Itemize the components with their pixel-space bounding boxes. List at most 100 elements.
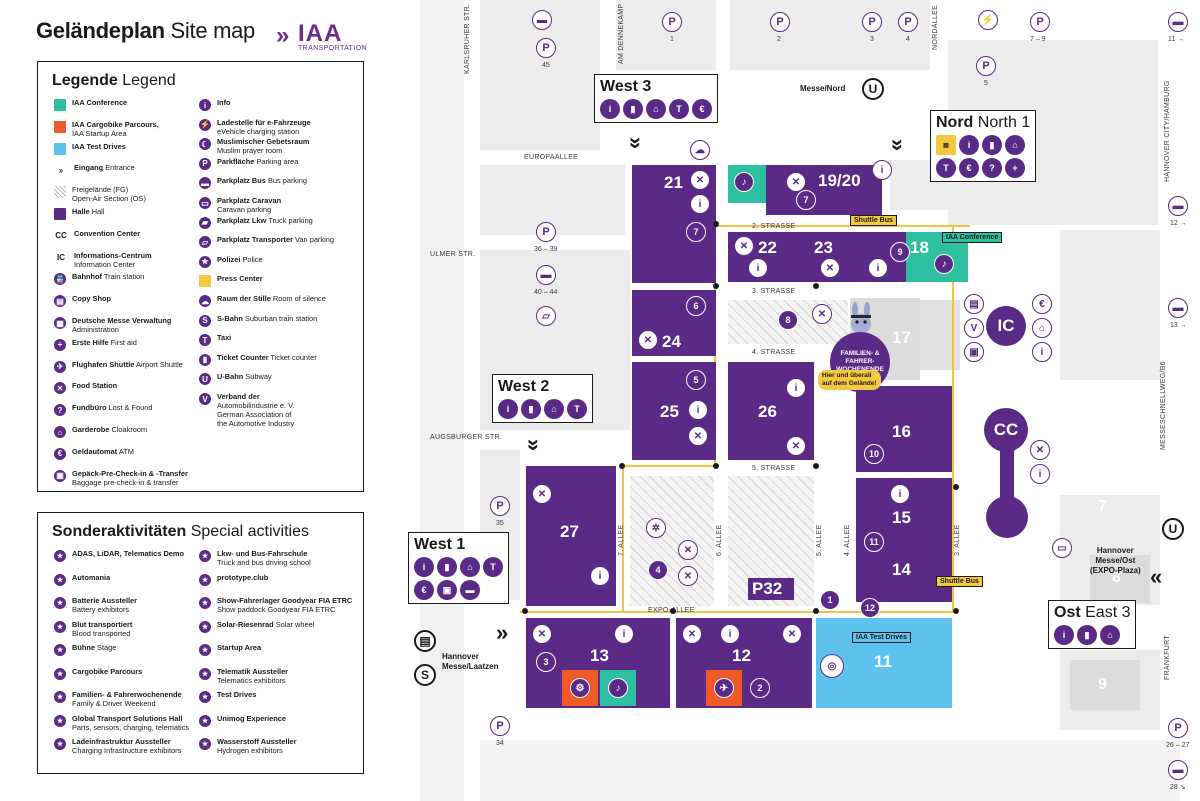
info-icon[interactable]: i xyxy=(614,624,634,644)
cargobike-icon[interactable]: ⚙ xyxy=(570,678,590,698)
copy-shop-icon[interactable]: ▤ xyxy=(964,294,984,314)
parking-icon[interactable]: P xyxy=(1168,718,1188,738)
startup-icon[interactable]: ✈ xyxy=(714,678,734,698)
food-station-icon[interactable]: ✕ xyxy=(690,170,710,190)
caravan-icon[interactable]: ▭ xyxy=(1052,538,1072,558)
special-activity-item: ★Test Drives xyxy=(199,690,256,703)
special-activity-9-icon[interactable]: 9 xyxy=(890,242,910,262)
special-activity-12-icon[interactable]: 12 xyxy=(860,598,880,618)
info-icon[interactable]: i xyxy=(868,258,888,278)
bus-parking-icon[interactable]: ▬ xyxy=(1168,298,1188,318)
special-activity-5-icon[interactable]: 5 xyxy=(686,370,706,390)
info-icon[interactable]: i xyxy=(1030,464,1050,484)
info-icon[interactable]: i xyxy=(690,194,710,214)
food-station-icon[interactable]: ✕ xyxy=(532,484,552,504)
steering-wheel-icon[interactable]: ◎ xyxy=(820,654,844,678)
stage-icon[interactable]: ♪ xyxy=(734,172,754,192)
special-activity-10-icon[interactable]: 10 xyxy=(864,444,884,464)
stage-icon[interactable]: ♪ xyxy=(608,678,628,698)
info-icon[interactable]: i xyxy=(688,400,708,420)
parking-icon[interactable]: P xyxy=(490,496,510,516)
special-activity-3-icon[interactable]: 3 xyxy=(536,652,556,672)
food-station-icon[interactable]: ✕ xyxy=(782,624,802,644)
site-map[interactable]: 21 19/20 22 23 18 24 17 25 26 16 27 P32 … xyxy=(408,0,1200,801)
parking-icon[interactable]: P xyxy=(862,12,882,32)
legend-item: ▰Parkplatz Lkw Truck parking xyxy=(199,216,313,229)
food-station-icon[interactable]: ✕ xyxy=(812,304,832,324)
legend-symbol-icon: ▱ xyxy=(199,236,211,249)
special-activity-7-icon[interactable]: 7 xyxy=(796,190,816,210)
parking-icon[interactable]: P xyxy=(1030,12,1050,32)
info-icon[interactable]: i xyxy=(872,160,892,180)
entrance-west-1[interactable]: West 1 i ▮ ⌂ T € ▣ ▬ xyxy=(408,532,509,604)
entrance-north-1[interactable]: Nord North 1 ▤ i ▮ ⌂ T € ? + xyxy=(930,110,1037,182)
special-activity-2-icon[interactable]: 2 xyxy=(750,678,770,698)
food-station-icon[interactable]: ✕ xyxy=(786,436,806,456)
special-activity-1-icon[interactable]: 1 xyxy=(820,590,840,610)
info-icon[interactable]: i xyxy=(720,624,740,644)
family-weekend-badge[interactable]: FAMILIEN- &FAHRER-WOCHENENDE Hier und üb… xyxy=(818,302,908,392)
parking-icon[interactable]: P xyxy=(662,12,682,32)
street-allee-4: 4. ALLEE xyxy=(844,524,851,556)
s-bahn-icon[interactable]: S xyxy=(414,664,436,686)
info-icon[interactable]: i xyxy=(786,378,806,398)
bus-parking-icon[interactable]: ▬ xyxy=(532,10,552,30)
parking-label: 28 ↘ xyxy=(1170,784,1186,791)
parking-icon[interactable]: P xyxy=(536,222,556,242)
info-icon[interactable]: i xyxy=(748,258,768,278)
entrance-west-2[interactable]: West 2 i ▮ ⌂ T xyxy=(492,374,593,423)
food-station-icon[interactable]: ✕ xyxy=(786,172,806,192)
parking-icon[interactable]: P xyxy=(490,716,510,736)
entrance-west-3[interactable]: West 3 i ▮ ⌂ T € xyxy=(594,74,718,123)
food-station-icon[interactable]: ✕ xyxy=(682,624,702,644)
parking-icon[interactable]: P xyxy=(976,56,996,76)
ev-charging-icon[interactable]: ⚡ xyxy=(978,10,998,30)
info-icon[interactable]: i xyxy=(590,566,610,586)
info-icon: i xyxy=(959,135,979,155)
special-activity-7-icon[interactable]: 7 xyxy=(686,222,706,242)
hall-19-20[interactable]: 19/20 xyxy=(766,165,882,215)
convention-center[interactable]: CC xyxy=(984,408,1028,452)
special-activity-6-icon[interactable]: 6 xyxy=(686,296,706,316)
food-station-icon[interactable]: ✕ xyxy=(678,540,698,560)
legend-symbol-icon xyxy=(54,186,66,199)
food-station-icon[interactable]: ✕ xyxy=(1030,440,1050,460)
bus-parking-icon[interactable]: ▬ xyxy=(1168,760,1188,780)
map-block xyxy=(1060,230,1160,380)
vda-icon[interactable]: V xyxy=(964,318,984,338)
legend-symbol-icon: ▮ xyxy=(199,353,211,366)
solar-wheel-icon[interactable]: ✲ xyxy=(646,518,666,538)
food-station-icon[interactable]: ✕ xyxy=(820,258,840,278)
train-icon[interactable]: ▤ xyxy=(414,630,436,652)
food-station-icon[interactable]: ✕ xyxy=(532,624,552,644)
hall-16[interactable]: 16 xyxy=(856,386,952,472)
bus-parking-icon[interactable]: ▬ xyxy=(1168,12,1188,32)
baggage-icon[interactable]: ▣ xyxy=(964,342,984,362)
info-icon[interactable]: i xyxy=(890,484,910,504)
u-bahn-icon[interactable]: U xyxy=(1162,518,1184,540)
silence-room-icon[interactable]: ☁ xyxy=(690,140,710,160)
special-activity-4-icon[interactable]: 4 xyxy=(648,560,668,580)
u-bahn-icon[interactable]: U xyxy=(862,78,884,100)
food-station-icon[interactable]: ✕ xyxy=(688,426,708,446)
special-activity-11-icon[interactable]: 11 xyxy=(864,532,884,552)
bus-parking-icon[interactable]: ▬ xyxy=(1168,196,1188,216)
entrance-east-3[interactable]: Ost East 3 i ▮ ⌂ xyxy=(1048,600,1137,649)
hall-p32[interactable]: P32 xyxy=(748,578,794,600)
information-center[interactable]: IC xyxy=(986,306,1026,346)
stage-icon[interactable]: ♪ xyxy=(934,254,954,274)
special-activity-8-icon[interactable]: 8 xyxy=(778,310,798,330)
parking-icon[interactable]: ▬ xyxy=(536,265,556,285)
food-station-icon[interactable]: ✕ xyxy=(638,330,658,350)
parking-icon[interactable]: P xyxy=(770,12,790,32)
garderobe-icon[interactable]: ⌂ xyxy=(1032,318,1052,338)
food-station-icon[interactable]: ✕ xyxy=(734,236,754,256)
parking-icon[interactable]: P xyxy=(898,12,918,32)
info-icon[interactable]: i xyxy=(1032,342,1052,362)
van-parking-icon[interactable]: ▱ xyxy=(536,306,556,326)
parking-icon[interactable]: P xyxy=(536,38,556,58)
atm-icon[interactable]: € xyxy=(1032,294,1052,314)
food-station-icon[interactable]: ✕ xyxy=(678,566,698,586)
